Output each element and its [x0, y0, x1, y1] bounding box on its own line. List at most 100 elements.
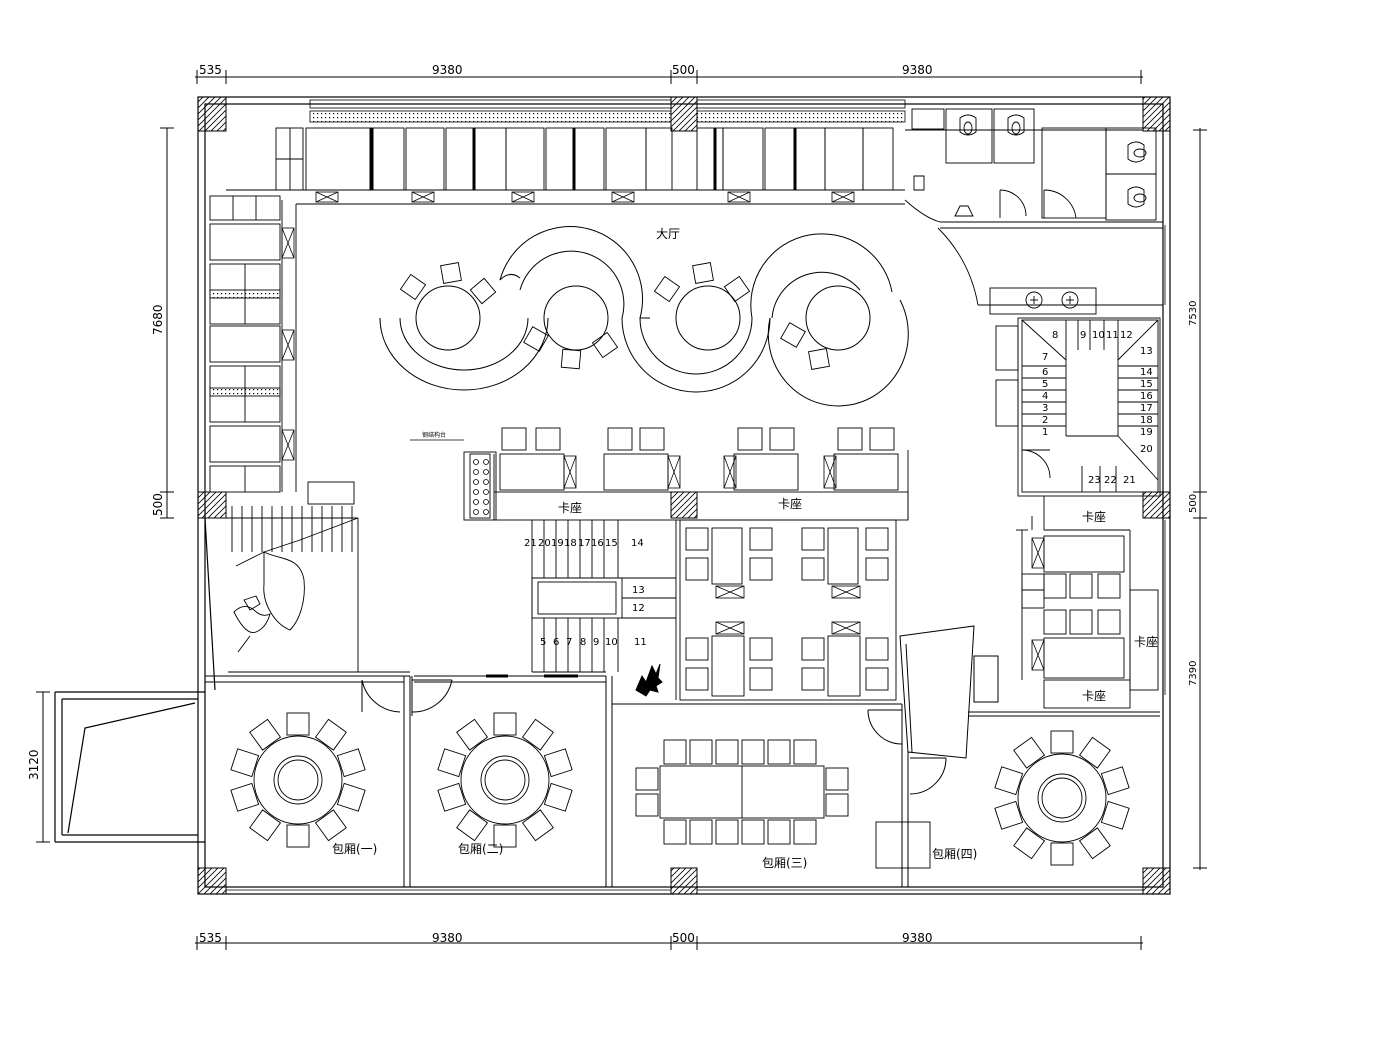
x-box	[715, 621, 745, 635]
x-box	[563, 455, 577, 489]
stair-c-step: 7	[566, 637, 572, 648]
counter-note: 钢结构台	[422, 431, 446, 439]
stair-r-step: 13	[1140, 346, 1153, 357]
stair-c-step: 11	[634, 637, 647, 648]
chair	[801, 667, 825, 691]
right-booths	[1016, 496, 1159, 709]
dim-left-1: 7680	[151, 304, 165, 335]
chair	[437, 748, 467, 778]
chair	[741, 819, 765, 845]
chair	[314, 809, 347, 842]
restroom-area	[904, 108, 1163, 315]
light-icon	[483, 469, 489, 475]
stair-c-step: 20	[538, 538, 551, 549]
chair	[793, 819, 817, 845]
round-table	[437, 712, 573, 848]
chair	[456, 809, 489, 842]
stair-c-step: 9	[593, 637, 599, 648]
chair	[1100, 766, 1130, 796]
chair	[749, 667, 773, 691]
chair	[493, 712, 517, 736]
dim-bottom-2: 9380	[432, 931, 463, 945]
private-room-2-label: 包厢(二)	[458, 842, 503, 856]
chair	[456, 718, 489, 751]
center-grid-x-boxes	[715, 585, 861, 635]
stair-r-step: 3	[1042, 403, 1048, 414]
stair-r-step: 7	[1042, 352, 1048, 363]
chair	[521, 809, 554, 842]
chair	[994, 800, 1024, 830]
chair	[493, 824, 517, 848]
center-stair-numbers: 21 20 19 18 17 16 15 14 13 12 5 6 7 8 9 …	[524, 538, 647, 648]
chair	[521, 718, 554, 751]
x-box	[823, 455, 837, 489]
chair	[715, 739, 739, 765]
x-box	[727, 191, 751, 203]
dim-right-1: 7530	[1188, 301, 1199, 326]
counter-lights	[473, 459, 489, 515]
x-box	[411, 191, 435, 203]
stair-c-step: 6	[553, 637, 559, 648]
chair	[1078, 827, 1111, 860]
x-box	[281, 329, 295, 361]
round-tables	[230, 712, 1130, 866]
hall-label: 大厅	[656, 227, 680, 241]
dim-top-4: 9380	[902, 63, 933, 77]
windows	[226, 99, 1166, 891]
x-box	[667, 455, 681, 489]
stair-r-step: 4	[1042, 391, 1048, 402]
chair	[230, 782, 260, 812]
stair-c-step: 18	[564, 538, 577, 549]
center-booth-row	[463, 427, 909, 521]
chair	[314, 718, 347, 751]
chair	[741, 739, 765, 765]
chair	[685, 667, 709, 691]
entrance-landscape	[226, 481, 410, 673]
private-room-1-label: 包厢(一)	[332, 842, 377, 856]
x-box	[1031, 639, 1045, 671]
chair	[801, 557, 825, 581]
light-icon	[473, 489, 479, 495]
stair-c-step: 10	[605, 637, 618, 648]
stair-r-step: 20	[1140, 444, 1153, 455]
stair-r-step: 19	[1140, 427, 1153, 438]
stair-r-step: 21	[1123, 475, 1136, 486]
chair	[1078, 736, 1111, 769]
dim-bottom-3: 500	[672, 931, 695, 945]
stair-r-step: 5	[1042, 379, 1048, 390]
private-room-4-label: 包厢(四)	[932, 847, 977, 861]
private-room-3-label: 包厢(三)	[762, 856, 807, 870]
hall-chairs	[399, 262, 830, 370]
stair-c-step: 14	[631, 538, 644, 549]
x-box	[611, 191, 635, 203]
dimension-labels: 535 9380 500 9380 535 9380 500 9380 7680…	[27, 63, 1199, 945]
chair	[749, 527, 773, 551]
stair-r-step: 9	[1080, 330, 1086, 341]
chair	[286, 824, 310, 848]
chair	[749, 557, 773, 581]
hall-curved-booths	[379, 225, 909, 407]
x-box	[315, 191, 339, 203]
x-box	[831, 191, 855, 203]
chair	[336, 782, 366, 812]
light-icon	[483, 509, 489, 515]
x-box	[831, 585, 861, 599]
chair	[685, 557, 709, 581]
x-box	[281, 429, 295, 461]
center-grid-chairs	[685, 527, 889, 691]
stair-r-step: 17	[1140, 403, 1153, 414]
light-icon	[473, 459, 479, 465]
dim-bottom-1: 535	[199, 931, 222, 945]
dim-left-2: 500	[151, 493, 165, 516]
center-table-grid	[679, 519, 897, 701]
round-table	[994, 730, 1130, 866]
stair-c-step: 21	[524, 538, 537, 549]
dim-right-3: 7390	[1188, 661, 1199, 686]
chair	[1013, 736, 1046, 769]
light-icon	[473, 509, 479, 515]
light-icon	[473, 469, 479, 475]
stair-c-step: 19	[551, 538, 564, 549]
railing-bars	[231, 506, 353, 552]
chair	[865, 667, 889, 691]
